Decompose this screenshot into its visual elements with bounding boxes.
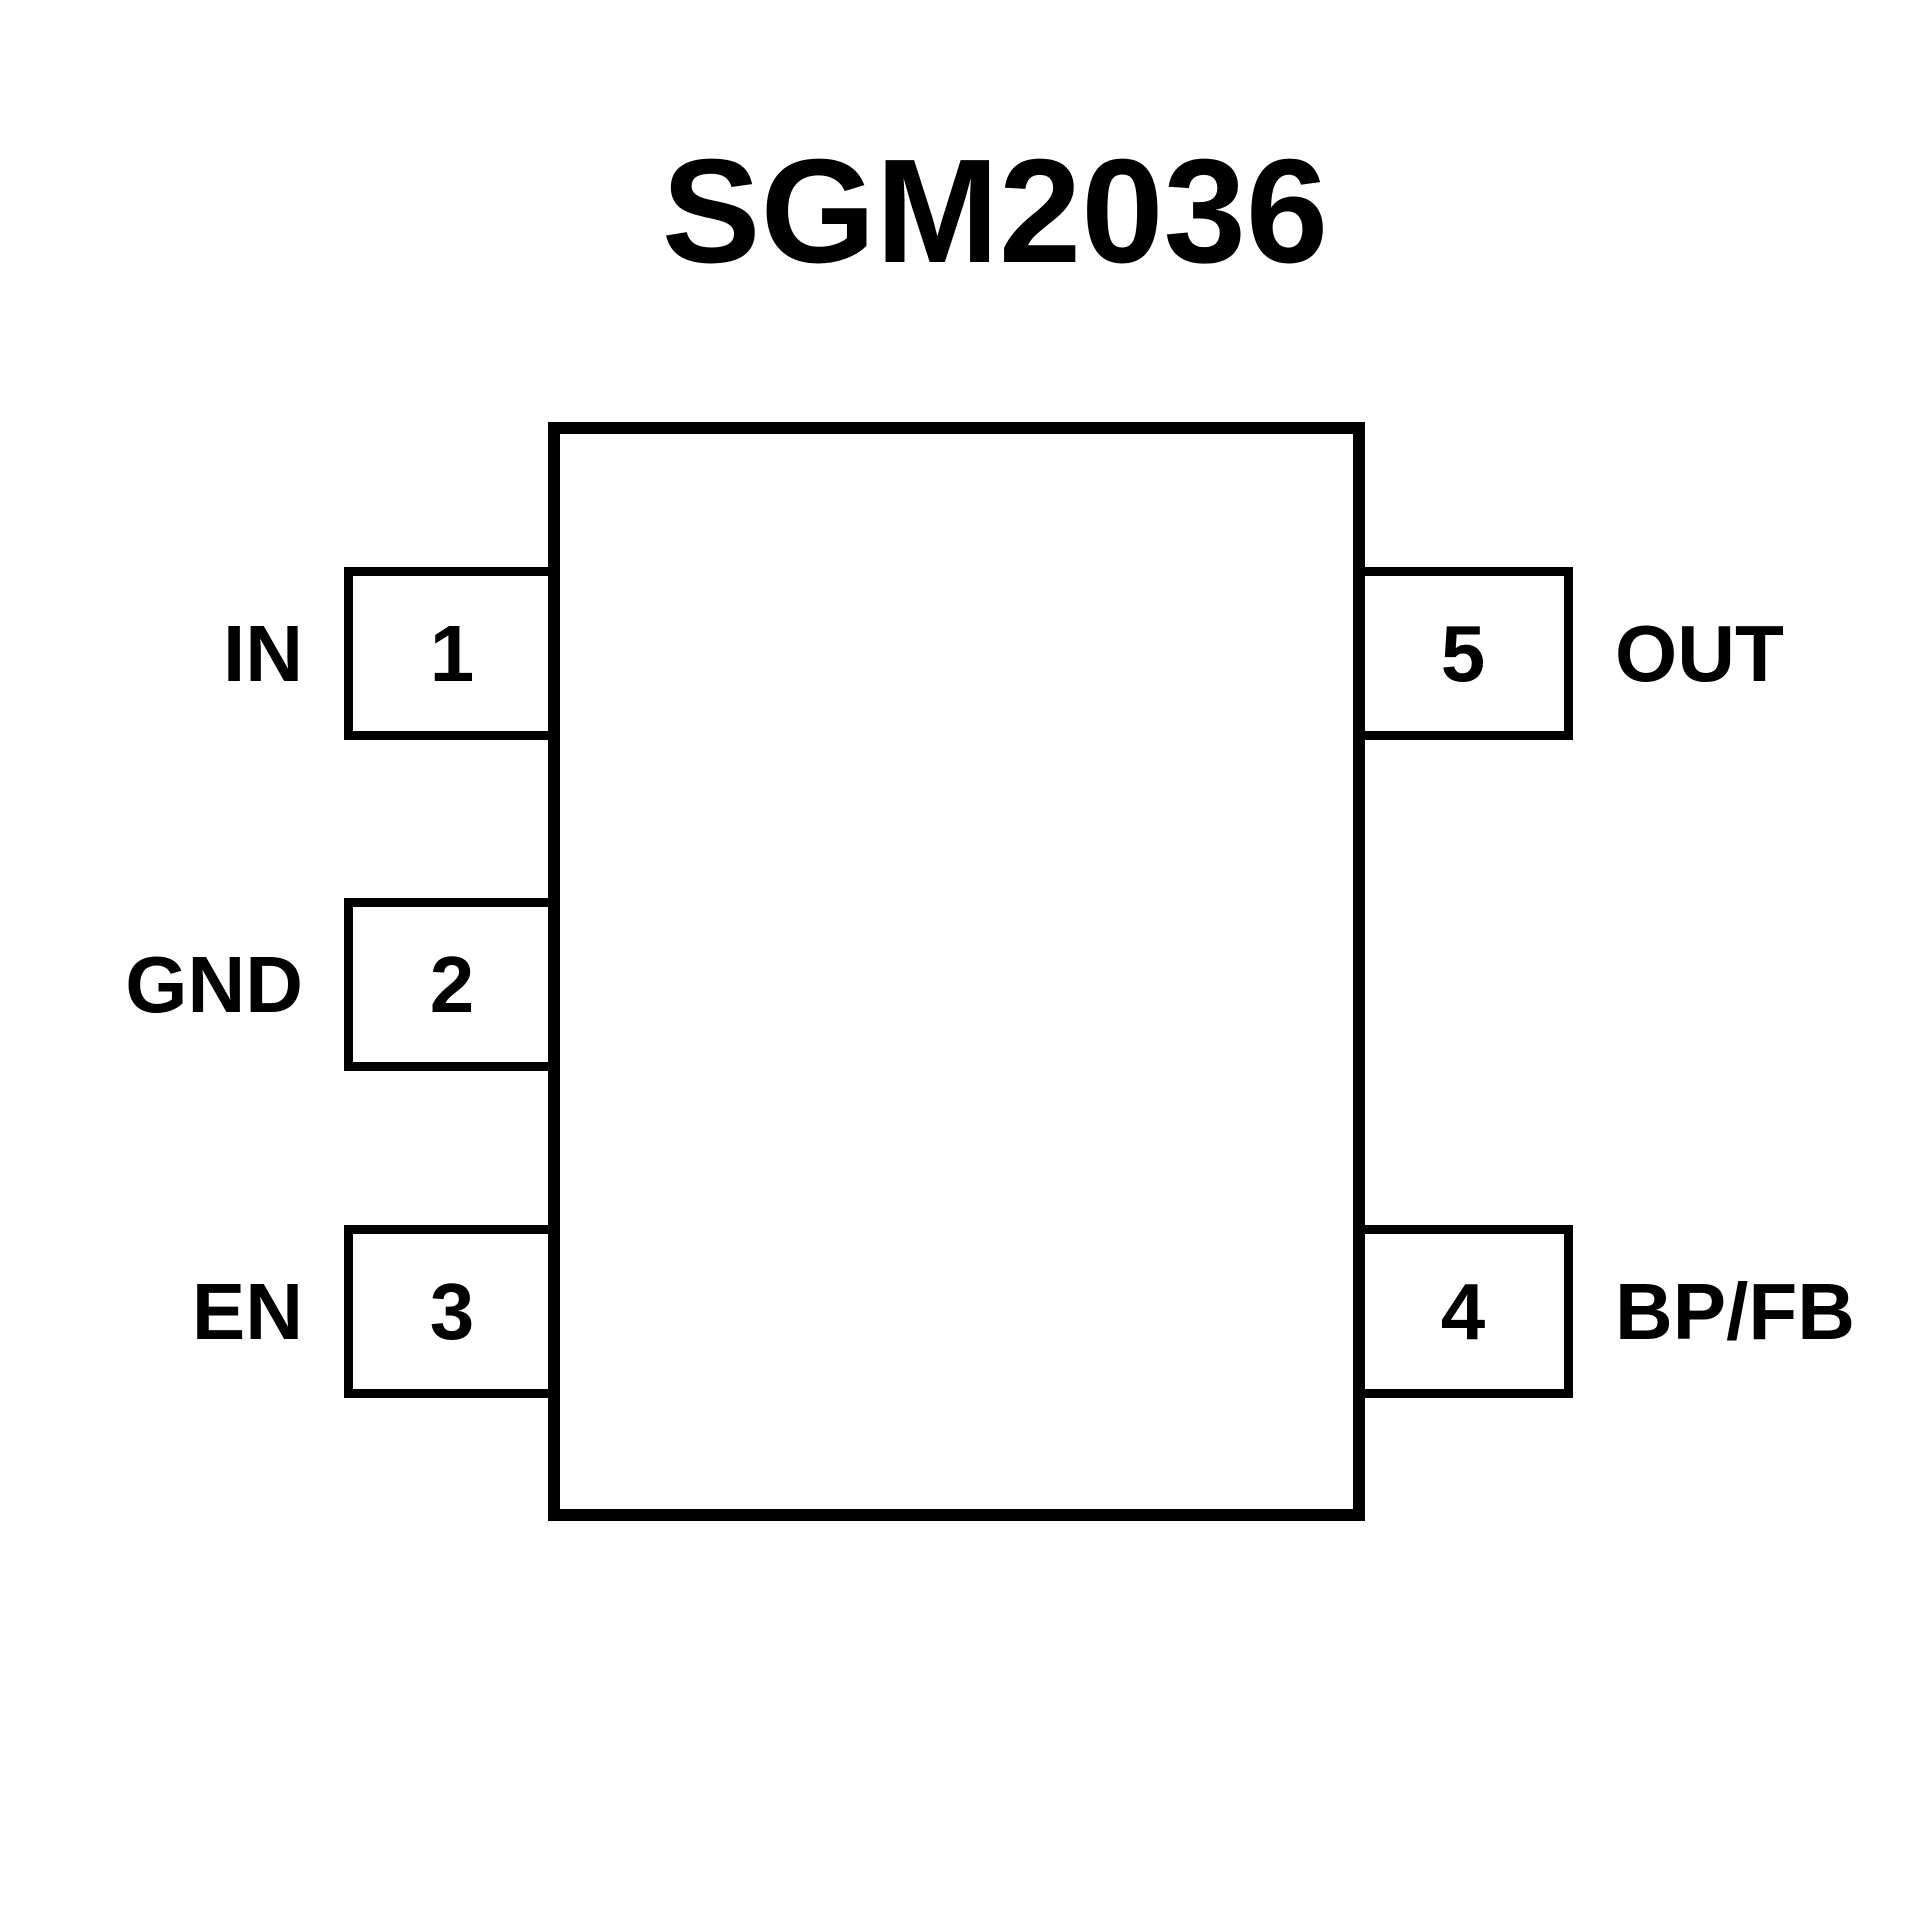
pin-4-box: 4 (1353, 1225, 1573, 1398)
pin-1-number: 1 (429, 608, 475, 698)
pin-1-label: IN (223, 608, 303, 698)
chip-title: SGM2036 (661, 129, 1329, 294)
pin-3-number: 3 (429, 1266, 475, 1356)
pin-5-label: OUT (1615, 608, 1784, 698)
pin-1-box: 1 (344, 567, 560, 740)
pin-2-box: 2 (344, 898, 560, 1071)
pin-5-number: 5 (1440, 608, 1486, 698)
pin-4-label: BP/FB (1615, 1266, 1855, 1356)
pin-3-box: 3 (344, 1225, 560, 1398)
pin-4-number: 4 (1440, 1266, 1486, 1356)
ic-body (548, 422, 1365, 1521)
pin-5-box: 5 (1353, 567, 1573, 740)
pin-2-number: 2 (429, 939, 475, 1029)
pin-2-label: GND (125, 939, 303, 1029)
pin-3-label: EN (191, 1266, 303, 1356)
